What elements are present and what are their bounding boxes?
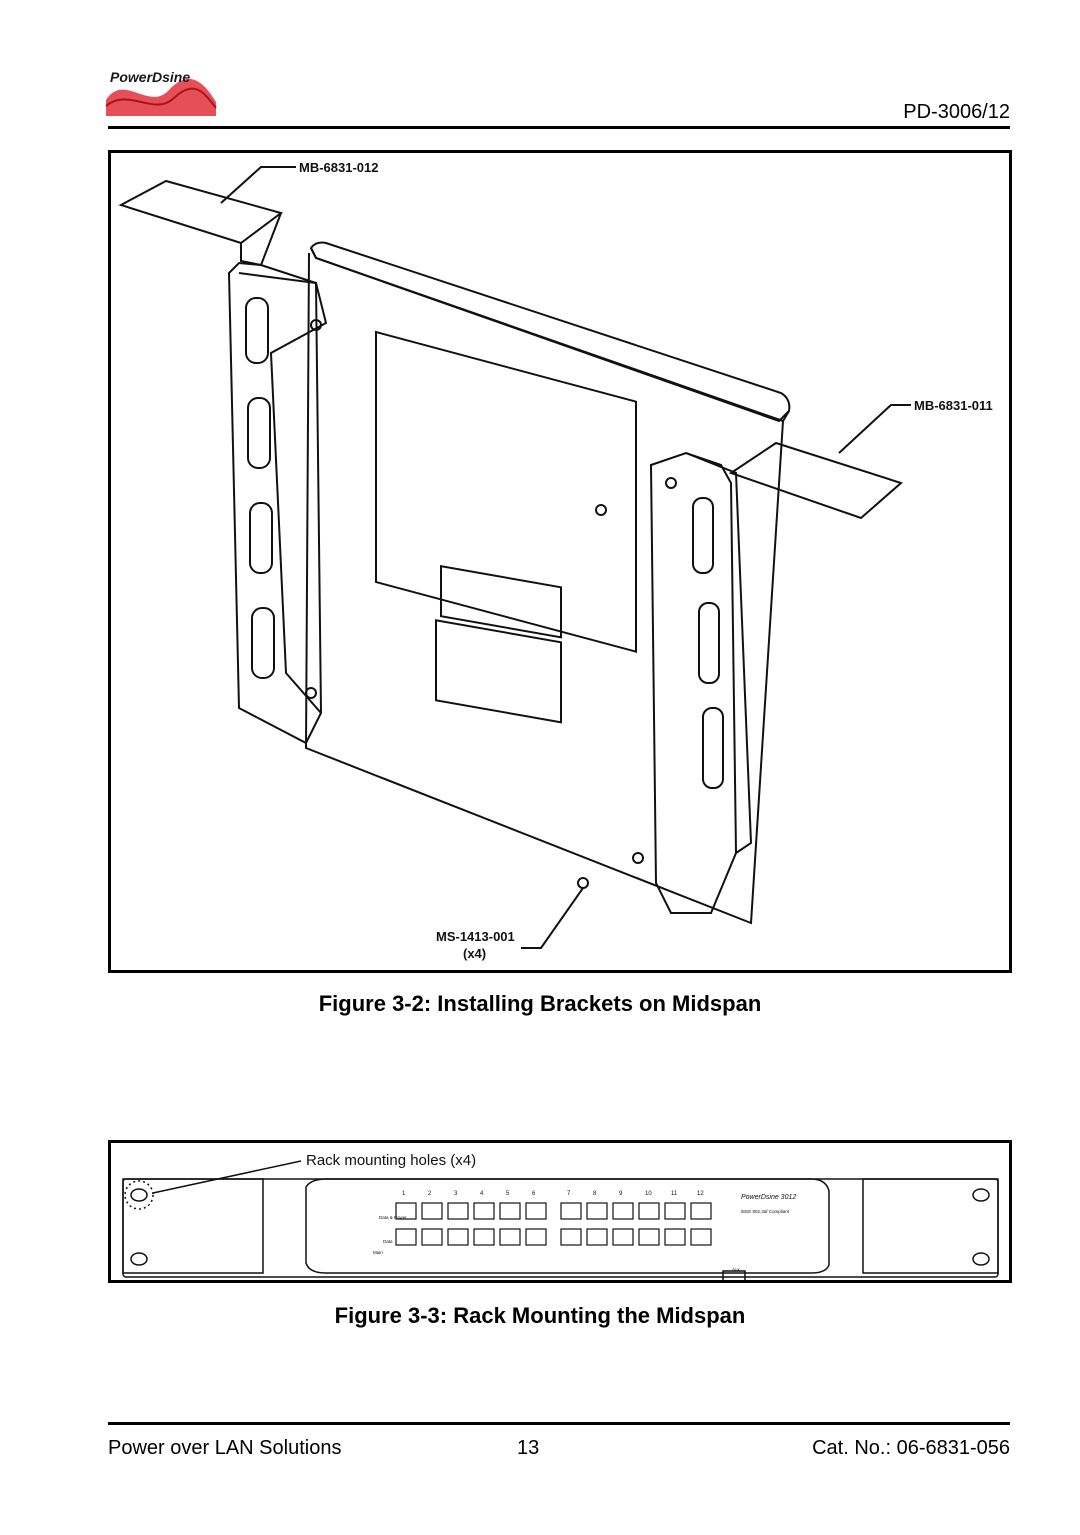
rj45-port bbox=[525, 1228, 547, 1246]
port-number-label: 3 bbox=[454, 1191, 458, 1197]
figure-installing-brackets: MB-6831-012 MB-6831-011 MS-1413-001 (x4) bbox=[108, 150, 1012, 973]
port-number-label: 5 bbox=[506, 1191, 510, 1197]
rj45-port bbox=[499, 1202, 521, 1220]
rj45-port bbox=[473, 1202, 495, 1220]
rj45-port bbox=[447, 1228, 469, 1246]
compliance-label: IEEE 802.3af Compliant bbox=[741, 1209, 790, 1214]
callout-rack-holes: Rack mounting holes (x4) bbox=[306, 1152, 476, 1169]
figure-caption-3-2: Figure 3-2: Installing Brackets on Midsp… bbox=[318, 991, 762, 1016]
rj45-port bbox=[499, 1228, 521, 1246]
brand-label: PowerDsine 3012 bbox=[741, 1194, 796, 1201]
rj45-port bbox=[395, 1228, 417, 1246]
rj45-port bbox=[638, 1202, 660, 1220]
led-label-data-power: Data & Power bbox=[379, 1215, 407, 1220]
page-number: 13 bbox=[517, 1437, 540, 1459]
label-screw: MS-1413-001 bbox=[436, 929, 515, 944]
port-number-label: 8 bbox=[593, 1191, 597, 1197]
rj45-port bbox=[421, 1228, 443, 1246]
led-label-main: Main bbox=[373, 1250, 383, 1255]
port-number-label: 4 bbox=[480, 1191, 484, 1197]
rj45-port bbox=[638, 1228, 660, 1246]
rj45-port bbox=[473, 1228, 495, 1246]
rj45-port bbox=[664, 1228, 686, 1246]
label-bracket-top: MB-6831-012 bbox=[299, 160, 379, 175]
rj45-port bbox=[560, 1228, 582, 1246]
document-id: PD-3006/12 bbox=[903, 101, 1010, 123]
port-number-label: 6 bbox=[532, 1191, 536, 1197]
rj45-port bbox=[525, 1202, 547, 1220]
port-number-label: 11 bbox=[671, 1191, 678, 1197]
rj45-port bbox=[560, 1202, 582, 1220]
label-screw-quantity: (x4) bbox=[463, 946, 486, 961]
label-bracket-right: MB-6831-011 bbox=[914, 398, 993, 413]
rj45-port bbox=[612, 1202, 634, 1220]
footer-rule bbox=[108, 1422, 1010, 1425]
powerdsine-logo: PowerDsine bbox=[104, 62, 220, 118]
logo-text: PowerDsine bbox=[110, 69, 190, 85]
footer-product-line: Power over LAN Solutions bbox=[108, 1437, 342, 1459]
port-number-label: 1 bbox=[402, 1191, 406, 1197]
led-label-data: Data bbox=[383, 1239, 393, 1244]
port-number-label: 9 bbox=[619, 1191, 623, 1197]
rj45-port bbox=[664, 1202, 686, 1220]
rj45-port bbox=[421, 1202, 443, 1220]
bracket-installation-drawing: MB-6831-012 MB-6831-011 MS-1413-001 (x4) bbox=[118, 160, 993, 961]
rj45-port bbox=[612, 1228, 634, 1246]
port-number-label: 7 bbox=[567, 1191, 571, 1197]
rj45-port bbox=[690, 1202, 712, 1220]
catalog-number: Cat. No.: 06-6831-056 bbox=[812, 1437, 1010, 1459]
rj45-port bbox=[586, 1202, 608, 1220]
rj45-port bbox=[447, 1202, 469, 1220]
rj45-port bbox=[690, 1228, 712, 1246]
figure-caption-3-3: Figure 3-3: Rack Mounting the Midspan bbox=[334, 1303, 746, 1328]
aux-label: Aux bbox=[732, 1267, 741, 1272]
port-number-label: 10 bbox=[645, 1191, 652, 1197]
header-rule bbox=[108, 126, 1010, 129]
port-number-label: 12 bbox=[697, 1191, 704, 1197]
port-number-label: 2 bbox=[428, 1191, 432, 1197]
rj45-port bbox=[395, 1202, 417, 1220]
rj45-port bbox=[586, 1228, 608, 1246]
